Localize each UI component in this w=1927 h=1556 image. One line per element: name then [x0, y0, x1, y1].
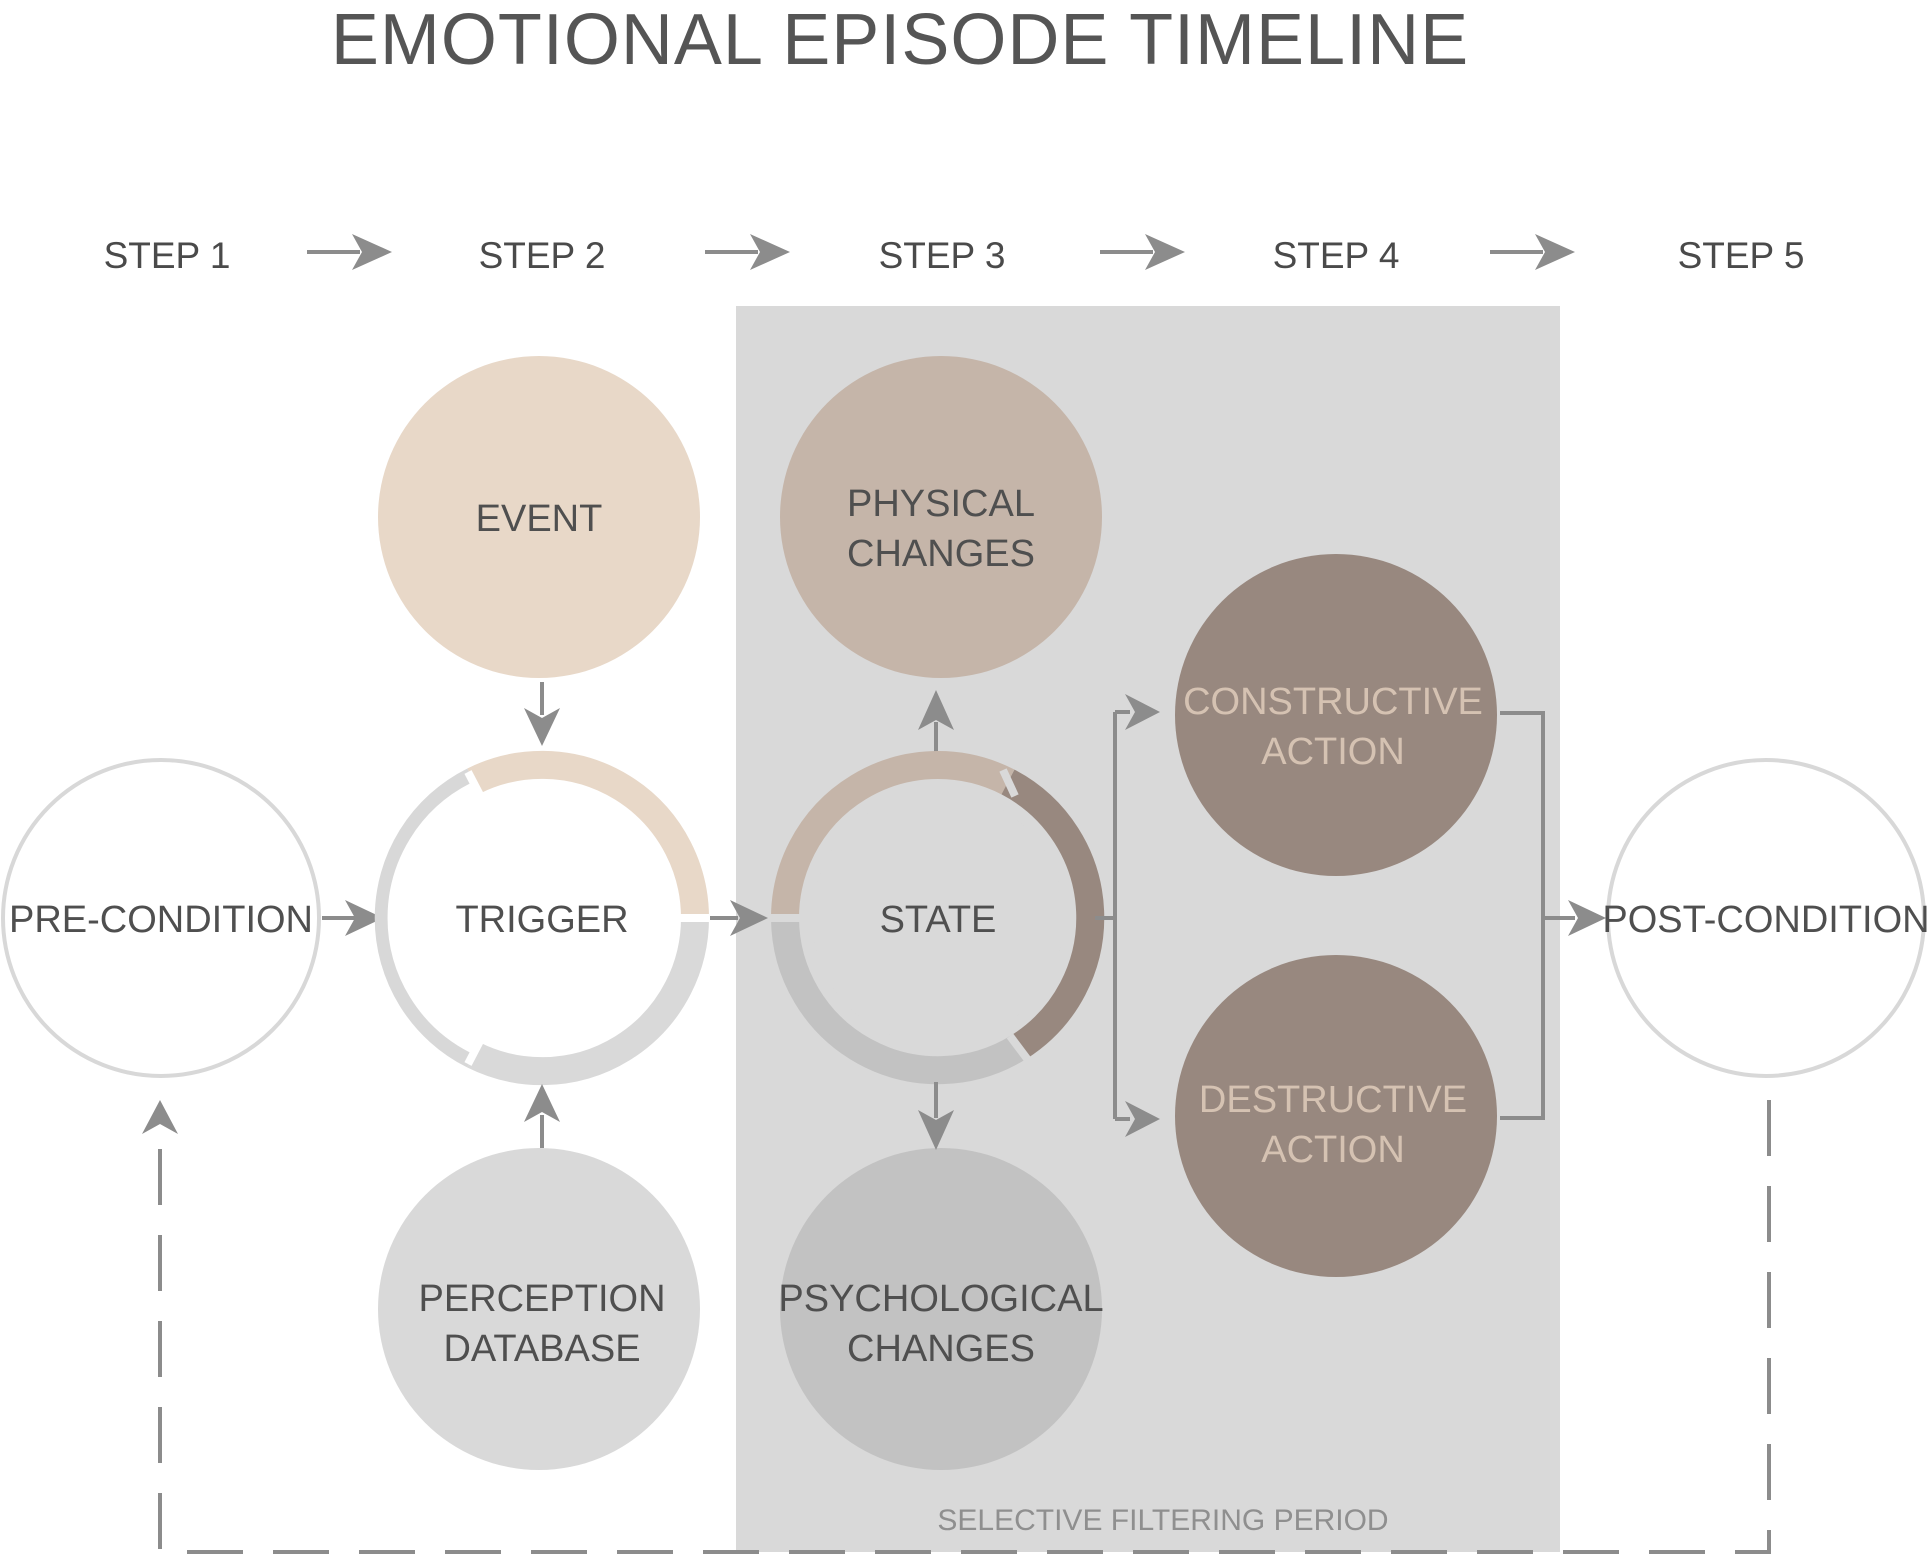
state-ring-psychological-segment — [771, 917, 1027, 1085]
state-ring-physical-segment — [771, 751, 1015, 919]
psychological-changes-label-line2: CHANGES — [847, 1328, 1035, 1370]
state-label: STATE — [880, 899, 997, 941]
post-condition-label: POST-CONDITION — [1602, 899, 1927, 941]
psychological-changes-label-line1: PSYCHOLOGICAL — [778, 1278, 1103, 1320]
event-node: EVENT — [378, 356, 700, 678]
step-arrow-4 — [1490, 234, 1575, 270]
arrow-event-to-trigger — [524, 682, 560, 746]
arrow-pre-to-trigger — [322, 900, 383, 936]
event-label: EVENT — [476, 498, 603, 540]
psychological-changes-node: PSYCHOLOGICAL CHANGES — [778, 1148, 1104, 1470]
post-condition-node: POST-CONDITION — [1602, 758, 1927, 1078]
step-arrow-3 — [1100, 234, 1185, 270]
destructive-action-label-line1: DESTRUCTIVE — [1199, 1079, 1467, 1121]
trigger-node: TRIGGER — [374, 750, 712, 1086]
constructive-action-node: CONSTRUCTIVE ACTION — [1175, 554, 1497, 876]
arrow-trigger-to-state — [710, 900, 768, 936]
branch-connector-state-to-actions — [1095, 694, 1160, 1137]
trigger-label: TRIGGER — [455, 899, 628, 941]
trigger-ring-perception-segment — [467, 917, 709, 1086]
step-arrow-2 — [705, 234, 790, 270]
feedback-loop — [142, 1100, 1771, 1554]
destructive-action-node: DESTRUCTIVE ACTION — [1175, 955, 1497, 1277]
perception-database-label-line2: DATABASE — [443, 1328, 640, 1370]
step-5-label: STEP 5 — [1678, 235, 1805, 276]
destructive-action-label-line2: ACTION — [1261, 1129, 1405, 1171]
perception-database-node: PERCEPTION DATABASE — [378, 1148, 700, 1470]
state-ring-action-segment — [1001, 769, 1105, 1059]
trigger-ring-event-segment — [467, 750, 709, 919]
step-2-label: STEP 2 — [479, 235, 606, 276]
state-node: STATE — [768, 751, 1105, 1085]
constructive-action-label-line2: ACTION — [1261, 731, 1405, 773]
step-arrow-1 — [307, 234, 392, 270]
constructive-action-label-line1: CONSTRUCTIVE — [1183, 681, 1483, 723]
physical-changes-label-line2: CHANGES — [847, 533, 1035, 575]
arrow-state-to-psychological — [918, 1082, 954, 1150]
pre-condition-node: PRE-CONDITION — [1, 758, 321, 1078]
merge-connector-actions-to-post — [1500, 711, 1606, 1120]
page-title: EMOTIONAL EPISODE TIMELINE — [331, 0, 1469, 80]
perception-database-label-line1: PERCEPTION — [418, 1278, 665, 1320]
selective-filtering-label: SELECTIVE FILTERING PERIOD — [937, 1504, 1388, 1537]
arrow-perception-to-trigger — [524, 1084, 560, 1148]
physical-changes-node: PHYSICAL CHANGES — [780, 356, 1102, 678]
step-4-label: STEP 4 — [1273, 235, 1400, 276]
step-arrows — [307, 234, 1575, 270]
physical-changes-label-line1: PHYSICAL — [847, 483, 1035, 525]
pre-condition-label: PRE-CONDITION — [9, 899, 313, 941]
step-1-label: STEP 1 — [104, 235, 231, 276]
step-3-label: STEP 3 — [879, 235, 1006, 276]
